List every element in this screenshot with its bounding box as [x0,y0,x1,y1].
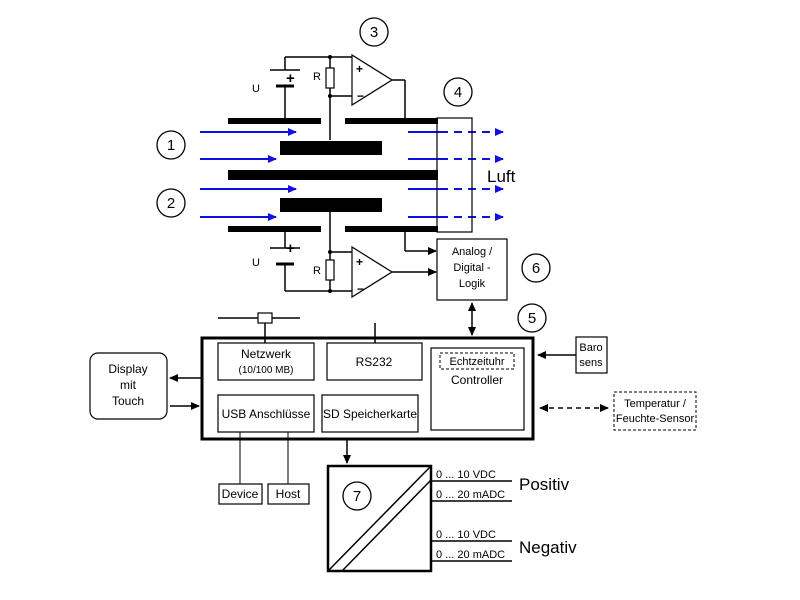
output-current-positive: 0 ... 20 mADC [436,489,505,501]
plate-top-left [228,118,321,124]
label-u-top: U [252,83,260,95]
temp-line-2: Feuchte-Sensor [616,413,695,425]
sd-box [321,394,419,433]
logic-line-3: Logik [459,278,486,290]
svg-text:3: 3 [370,24,378,41]
baro-line-1: Baro [579,342,602,354]
label-r-bottom: R [313,265,321,277]
plate-upper-middle [280,141,382,155]
sd-label: SD Speicherkarte [323,407,417,421]
plate-bottom-right [345,226,438,232]
label-battery-plus-top: + [286,70,295,87]
controller-label: Controller [451,373,503,387]
callout-1: 1 [156,130,186,160]
output-voltage-negative: 0 ... 10 VDC [436,529,496,541]
netzwerk-box [217,342,315,381]
ion-plates [228,118,438,232]
plate-lower-middle [280,198,382,212]
callout-5: 5 [517,303,547,333]
top-amplifier-circuit [270,53,406,140]
echtzeituhr-label: Echtzeituhr [449,356,504,368]
logic-line-2: Digital - [453,262,491,274]
label-opamp-minus-top: − [357,89,364,103]
callout-4: 4 [443,77,473,107]
temp-line-1: Temperatur / [624,398,687,410]
svg-text:1: 1 [167,137,175,154]
analog-digital-logic-box [436,238,508,301]
display-line-1: Display [108,362,147,376]
svg-text:7: 7 [353,488,361,505]
opamp-top [351,53,394,107]
display-line-2: mit [120,378,137,392]
callout-6: 6 [521,253,551,283]
label-r-top: R [313,71,321,83]
plate-top-right [345,118,438,124]
logic-line-1: Analog / [452,246,493,258]
temp-humidity-sensor-box [613,391,697,431]
label-negativ: Negativ [519,538,577,557]
plate-center [228,170,438,180]
output-voltage-positive: 0 ... 10 VDC [436,469,496,481]
bottom-amplifier-circuit [270,212,437,299]
label-opamp-minus-bottom: − [357,282,364,296]
resistor-top [325,67,335,89]
label-opamp-plus-bottom: + [356,255,363,269]
host-label: Host [276,487,301,501]
usb-box [217,394,315,433]
label-u-bottom: U [252,257,260,269]
rs232-label: RS232 [356,355,393,369]
svg-text:4: 4 [454,84,462,101]
outlet-filter-box [436,117,473,233]
callout-2: 2 [156,188,186,218]
usb-host-box [267,483,310,505]
display-touch-box [89,352,168,420]
baro-line-2: sens [579,357,603,369]
output-current-negative: 0 ... 20 mADC [436,549,505,561]
label-opamp-plus-top: + [356,62,363,76]
plate-bottom-left [228,226,321,232]
resistor-bottom [325,259,335,281]
network-connector [257,312,273,324]
svg-text:5: 5 [528,310,536,327]
usb-device-box [218,483,263,505]
svg-text:6: 6 [532,260,540,277]
svg-text:2: 2 [167,195,175,212]
device-label: Device [222,487,259,501]
baro-sensor-box [575,336,608,374]
netzwerk-label: Netzwerk [241,347,292,361]
echtzeituhr-box [439,352,515,370]
netzwerk-sublabel: (10/100 MB) [238,365,293,376]
label-battery-plus-bottom: + [286,240,295,257]
label-luft: Luft [487,167,516,186]
label-positiv: Positiv [519,475,570,494]
rs232-box [326,342,423,381]
callout-3: 3 [359,17,389,47]
opamp-bottom [351,245,394,299]
usb-label: USB Anschlüsse [222,407,311,421]
display-line-3: Touch [112,394,144,408]
callout-7: 7 [342,481,372,511]
